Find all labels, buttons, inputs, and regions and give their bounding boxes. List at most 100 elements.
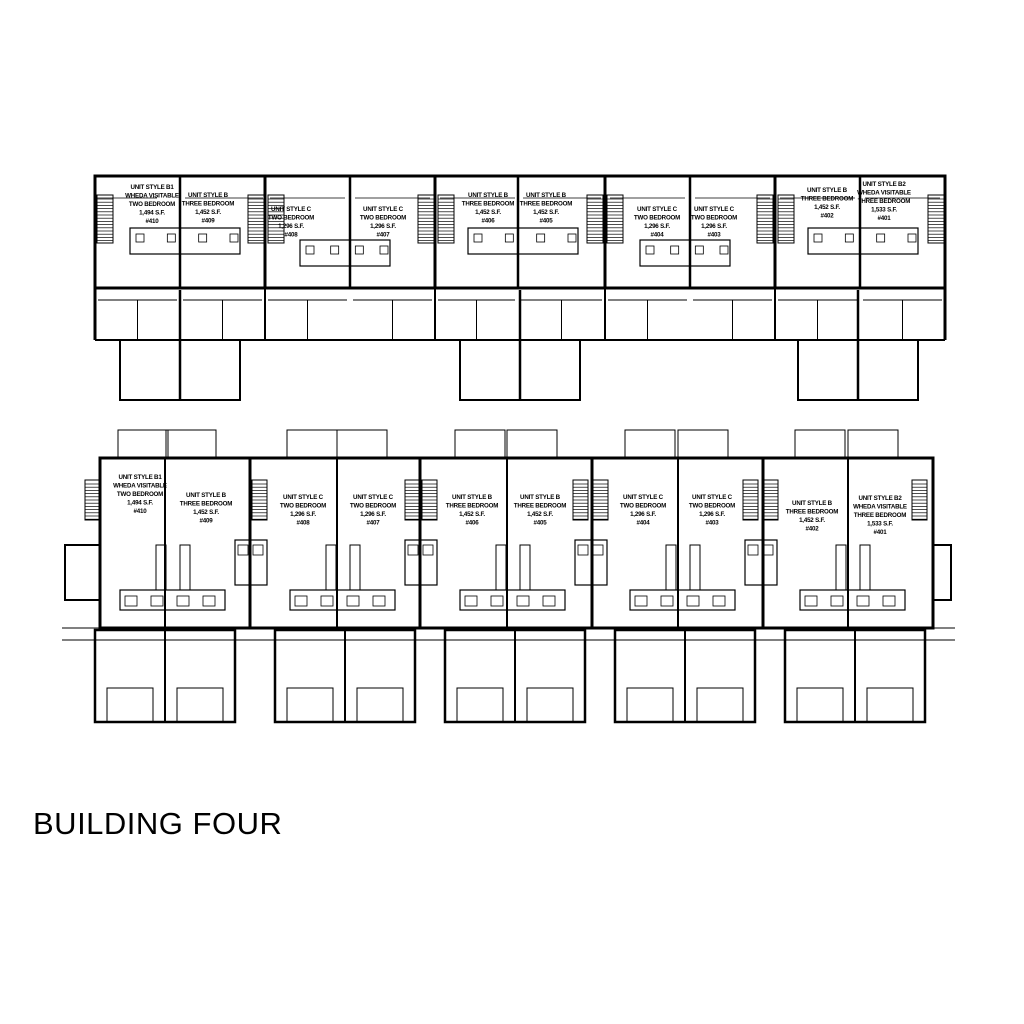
- unit-label-line: 1,296 S.F.: [630, 511, 656, 518]
- appliance: [124, 595, 138, 607]
- toilet: [407, 544, 419, 556]
- bathroom: [639, 239, 731, 267]
- unit-label-line: UNIT STYLE B: [468, 192, 509, 199]
- unit-label-line: #410: [146, 218, 160, 225]
- unit-label-line: UNIT STYLE B1: [130, 184, 174, 191]
- porch: [506, 429, 558, 459]
- fixture: [813, 233, 823, 243]
- porch: [454, 429, 506, 459]
- unit-label-line: UNIT STYLE C: [363, 206, 404, 213]
- garage-door: [866, 687, 914, 723]
- unit-label-line: THREE BEDROOM: [514, 503, 566, 510]
- appliance: [464, 595, 478, 607]
- bathroom: [467, 227, 579, 255]
- appliance: [372, 595, 386, 607]
- bathroom: [807, 227, 919, 255]
- unit-label-line: TWO BEDROOM: [268, 215, 314, 222]
- building-title: BUILDING FOUR: [33, 806, 283, 841]
- fixture: [694, 245, 704, 255]
- fixture: [354, 245, 364, 255]
- garage-door: [456, 687, 504, 723]
- unit-label-line: #404: [651, 232, 665, 239]
- unit-label-line: THREE BEDROOM: [801, 196, 853, 203]
- garage-door: [796, 687, 844, 723]
- fixture: [536, 233, 546, 243]
- unit-label-line: UNIT STYLE B: [792, 500, 833, 507]
- stair: [689, 544, 701, 591]
- fixture: [379, 245, 389, 255]
- toilet: [762, 544, 774, 556]
- unit-label-line: TWO BEDROOM: [691, 215, 737, 222]
- bathroom: [234, 539, 268, 586]
- stair: [267, 194, 285, 244]
- kitchen-counter: [629, 589, 736, 611]
- kitchen-counter: [459, 589, 566, 611]
- garage-door: [696, 687, 744, 723]
- bathroom: [404, 539, 438, 586]
- unit-label-line: #401: [878, 215, 892, 222]
- fixture: [567, 233, 577, 243]
- unit-label-line: TWO BEDROOM: [689, 503, 735, 510]
- fixture: [166, 233, 176, 243]
- unit-label-line: TWO BEDROOM: [117, 491, 163, 498]
- fixture: [305, 245, 315, 255]
- unit-label-line: #407: [367, 520, 381, 527]
- fixture: [330, 245, 340, 255]
- appliance: [830, 595, 844, 607]
- unit-label-line: 1,296 S.F.: [278, 223, 304, 230]
- appliance: [634, 595, 648, 607]
- unit-label-line: #403: [708, 232, 722, 239]
- unit-label-line: 1,452 S.F.: [459, 511, 485, 518]
- unit-label-line: TWO BEDROOM: [634, 215, 680, 222]
- unit-label-line: #409: [200, 518, 214, 525]
- side-entry: [64, 544, 101, 601]
- unit-label-line: WHEDA VISITABLE: [857, 190, 911, 197]
- unit-label-line: 1,296 S.F.: [360, 511, 386, 518]
- unit-label-line: THREE BEDROOM: [462, 201, 514, 208]
- porch: [624, 429, 676, 459]
- appliance: [176, 595, 190, 607]
- appliance: [320, 595, 334, 607]
- unit-label-line: #402: [821, 213, 835, 220]
- fixture: [876, 233, 886, 243]
- toilet: [577, 544, 589, 556]
- unit-label-line: WHEDA VISITABLE: [125, 193, 179, 200]
- unit-label-line: #402: [806, 526, 820, 533]
- stair: [606, 194, 624, 244]
- unit-label-line: 1,296 S.F.: [290, 511, 316, 518]
- unit-label-line: UNIT STYLE C: [623, 494, 664, 501]
- unit-label-line: 1,452 S.F.: [527, 511, 553, 518]
- fixture: [504, 233, 514, 243]
- unit-label-line: UNIT STYLE B2: [858, 495, 902, 502]
- garage-door: [356, 687, 404, 723]
- bathroom: [744, 539, 778, 586]
- garage-door: [176, 687, 224, 723]
- bathroom: [129, 227, 241, 255]
- unit-label-line: UNIT STYLE B: [526, 192, 567, 199]
- fixture: [670, 245, 680, 255]
- toilet: [422, 544, 434, 556]
- unit-label-line: 1,296 S.F.: [644, 223, 670, 230]
- unit-label-line: 1,452 S.F.: [475, 209, 501, 216]
- toilet: [252, 544, 264, 556]
- unit-label-line: THREE BEDROOM: [854, 512, 906, 519]
- appliance: [490, 595, 504, 607]
- unit-label-line: UNIT STYLE B: [807, 187, 848, 194]
- unit-label-line: TWO BEDROOM: [280, 503, 326, 510]
- porch: [117, 429, 169, 459]
- unit-label-line: UNIT STYLE B1: [118, 474, 162, 481]
- unit-label-line: TWO BEDROOM: [350, 503, 396, 510]
- stair: [495, 544, 507, 591]
- appliance: [856, 595, 870, 607]
